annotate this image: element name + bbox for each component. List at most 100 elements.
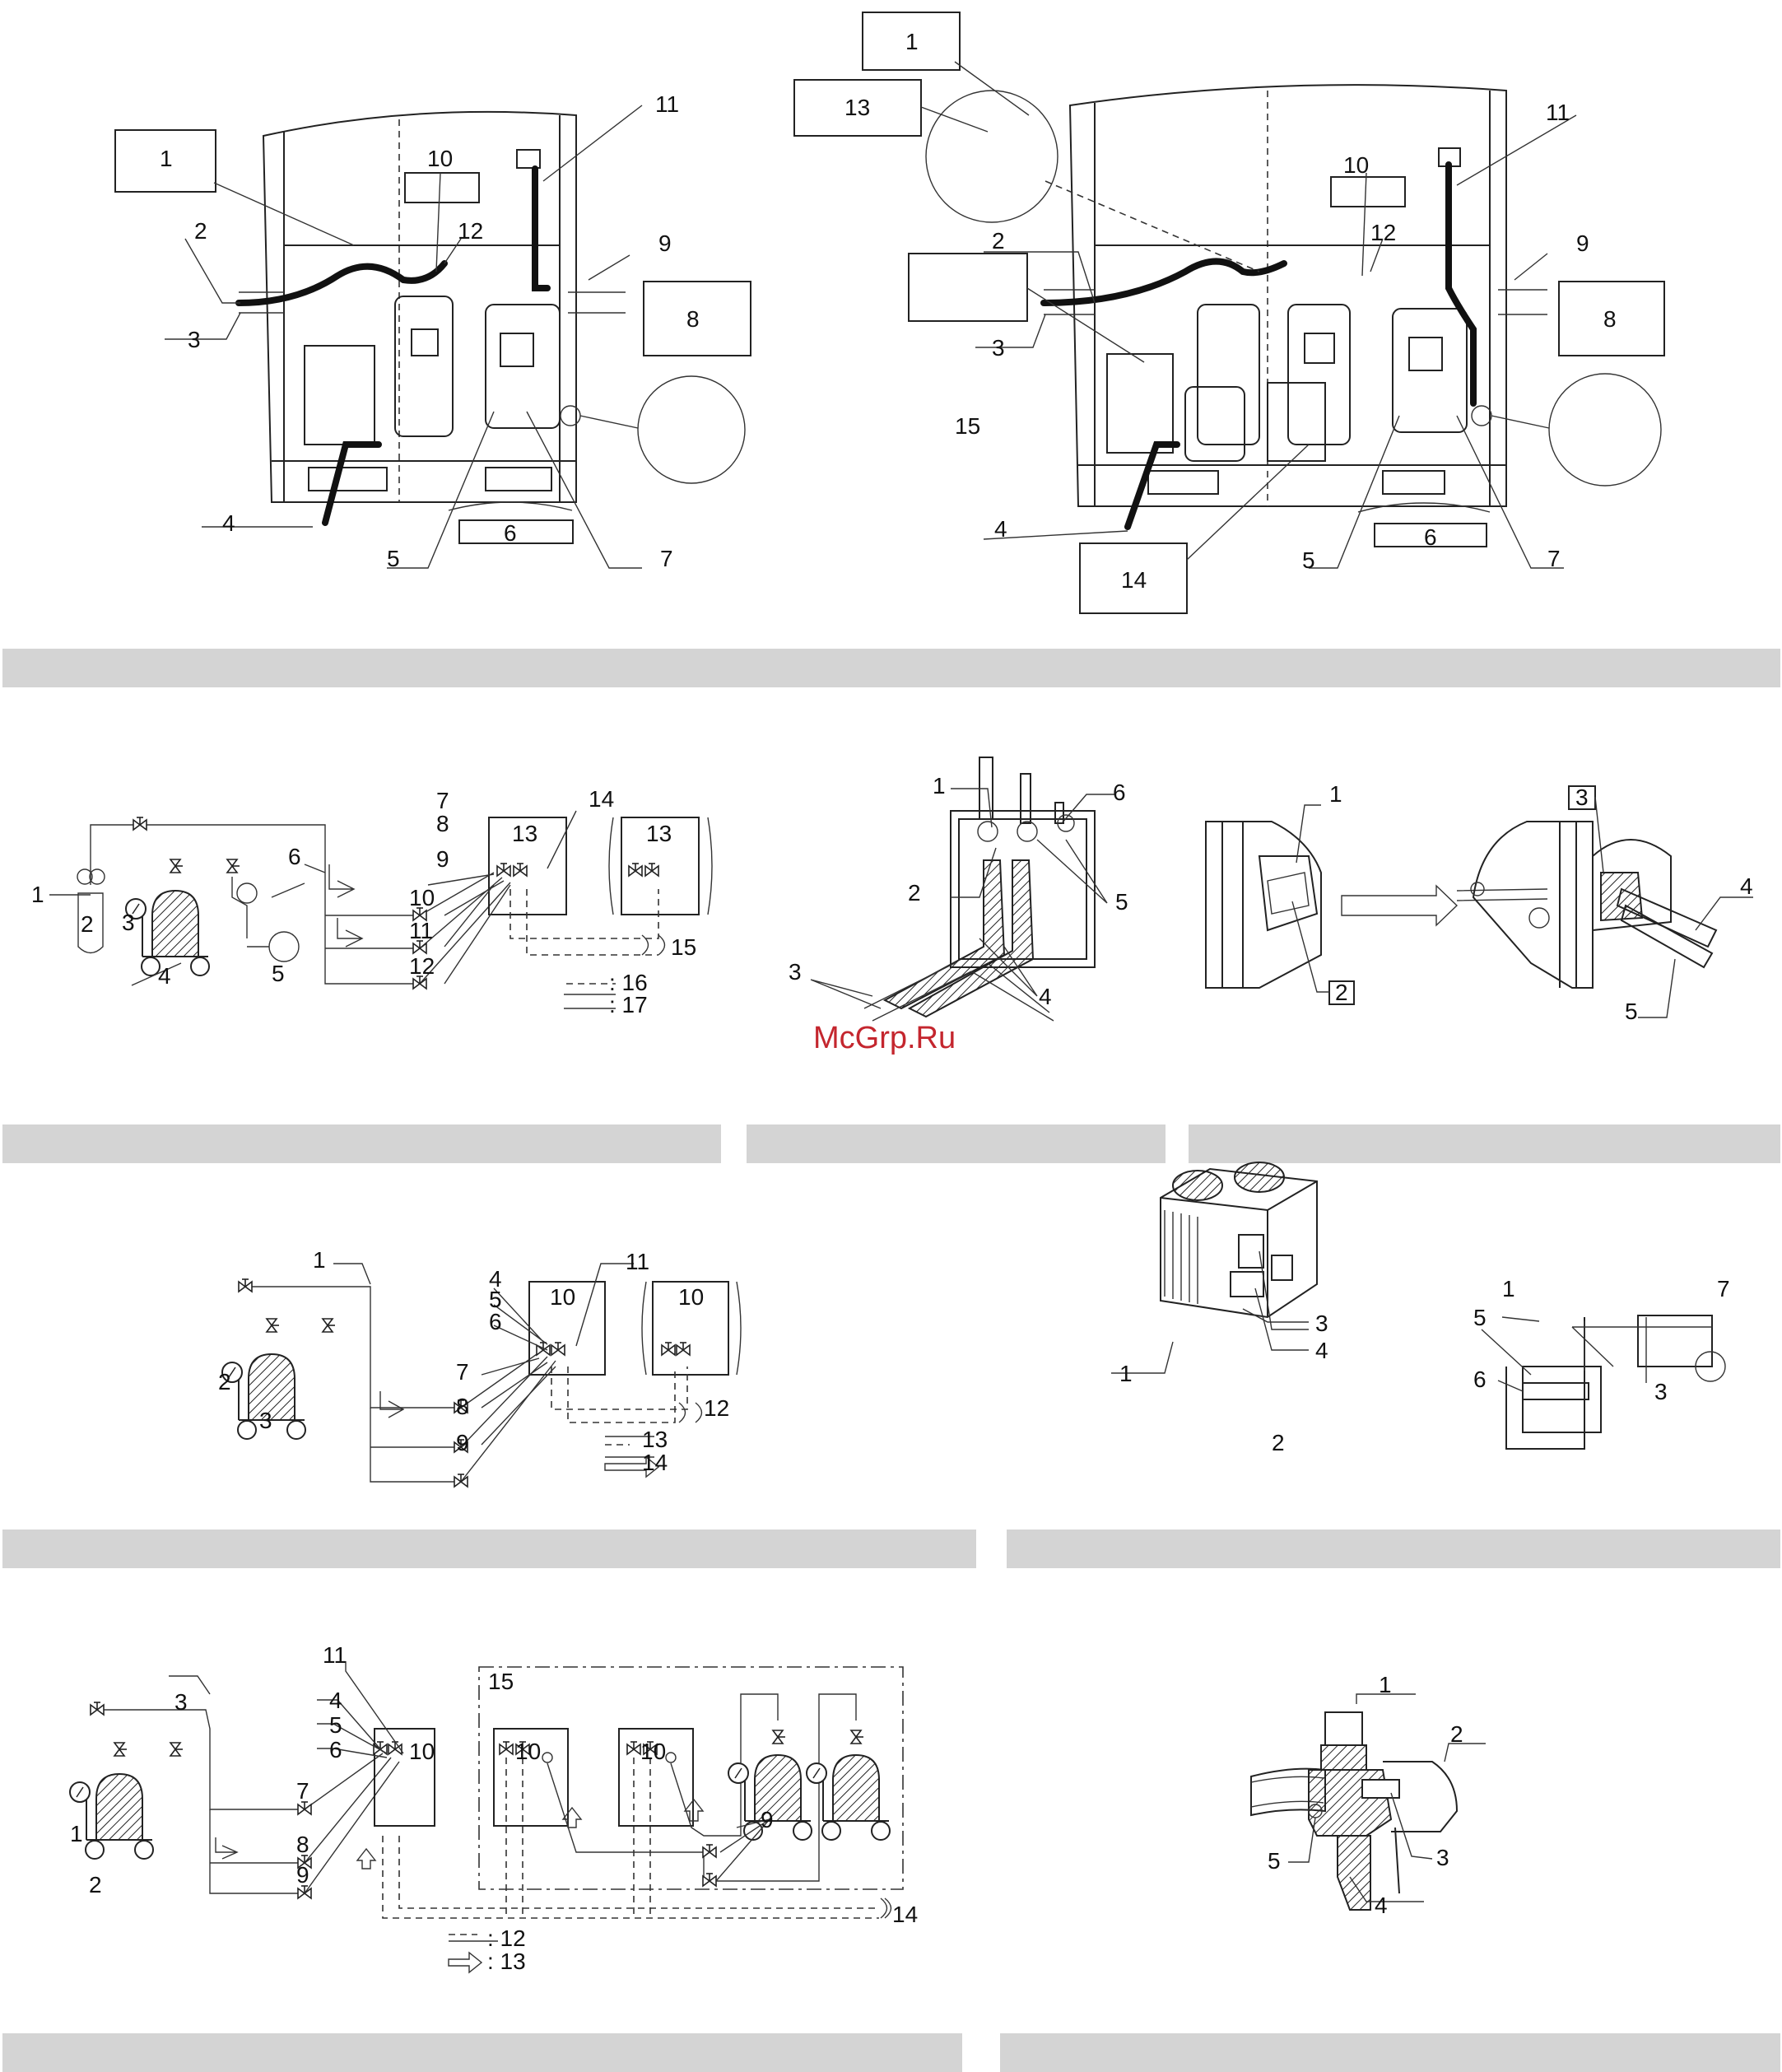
label: 4 (1375, 1893, 1388, 1918)
label: 14 (1121, 567, 1147, 593)
legend-dash: 13 (642, 1427, 668, 1452)
label: 2 (81, 911, 94, 937)
label: 7 (1717, 1276, 1730, 1301)
label: 15 (955, 413, 980, 439)
fig-charging-b: 1 2 3 4 5 6 7 8 9 10 10 11 12 13 14 (218, 1247, 741, 1487)
label: 3 (1315, 1311, 1328, 1336)
label: 8 (296, 1832, 309, 1857)
label: 10 (427, 146, 453, 171)
label: 2 (1450, 1721, 1463, 1747)
label: 1 (313, 1247, 326, 1273)
detail-circle (926, 91, 1058, 222)
label: 10 (1343, 152, 1369, 178)
label: 11 (655, 91, 679, 117)
box (1638, 1315, 1712, 1367)
label: 4 (1039, 984, 1052, 1009)
label: 7 (456, 1359, 469, 1385)
label: 5 (1115, 889, 1128, 915)
side-panel (1473, 822, 1593, 988)
label: 6 (1424, 524, 1437, 550)
section-bar (2, 2033, 962, 2072)
label: 4 (158, 963, 171, 989)
ground-cable (325, 445, 379, 523)
label: 12 (458, 218, 483, 244)
label: 9 (456, 1430, 469, 1455)
section-bar (1189, 1124, 1780, 1163)
label: 10 (515, 1739, 541, 1764)
label: 2 (218, 1369, 231, 1395)
unit-cabinet (263, 112, 576, 502)
section-bar (2, 1124, 721, 1163)
compressor (1288, 305, 1350, 445)
label: 2 (194, 218, 207, 244)
compressor (1198, 305, 1259, 445)
label: 9 (296, 1862, 309, 1888)
label: 6 (329, 1737, 342, 1762)
label: 4 (994, 516, 1007, 542)
legend-arrow: : 13 (487, 1949, 526, 1974)
section-bar (2, 649, 1780, 687)
label: 15 (488, 1669, 514, 1694)
label: 11 (323, 1642, 347, 1668)
detail-circle (1549, 374, 1661, 486)
label: 10 (409, 885, 435, 910)
label: 1 (1502, 1276, 1515, 1301)
label: 1 (1329, 781, 1342, 807)
label: 9 (1576, 230, 1589, 256)
label: 1 (160, 146, 173, 171)
label: 6 (489, 1309, 502, 1334)
fig-terminal-detail: 1 3 5 6 7 (1473, 1276, 1730, 1449)
label: 3 (1654, 1379, 1668, 1404)
accumulator (305, 346, 375, 445)
vacuum-pump (269, 932, 299, 962)
label: 1 (1119, 1361, 1133, 1386)
label: 15 (671, 934, 696, 960)
section-bar (1007, 1530, 1780, 1568)
label: 9 (761, 1807, 774, 1832)
label: 4 (222, 510, 235, 536)
label: 8 (436, 811, 449, 836)
label: 1 (70, 1821, 83, 1846)
label: 12 (409, 953, 435, 979)
power-cable (1044, 262, 1284, 304)
control-cable (535, 169, 547, 288)
fig-panel-knockout: 1 2 3 4 5 (1206, 781, 1753, 1024)
label: 7 (436, 788, 449, 813)
label: 7 (1547, 546, 1561, 571)
label: 13 (512, 821, 537, 846)
label: 14 (589, 786, 614, 812)
label: 3 (122, 910, 135, 935)
fig-valve-section: 1 2 3 4 5 (1251, 1672, 1486, 1918)
fig-outdoor-unit: 1 2 3 4 (1111, 1162, 1328, 1455)
label: 6 (504, 520, 517, 546)
label: 5 (1473, 1305, 1487, 1330)
section-bar (747, 1124, 1166, 1163)
section-bar (1000, 2033, 1780, 2072)
fan-grille (1173, 1171, 1222, 1200)
label: 9 (436, 846, 449, 872)
label: 2 (908, 880, 921, 906)
label: 14 (892, 1902, 918, 1927)
label: 2 (992, 228, 1005, 254)
arrow-right (1342, 886, 1457, 925)
terminal-block (1331, 177, 1405, 207)
label: 11 (409, 918, 433, 943)
legend-arrow: : 17 (609, 992, 648, 1017)
terminal-strip (1523, 1383, 1589, 1399)
label: 2 (1335, 980, 1348, 1005)
fig-charging-a: 1 2 3 4 5 6 7 8 9 10 11 12 13 13 14 15 :… (31, 786, 712, 1017)
detail-circle (638, 376, 745, 483)
label: 11 (1546, 100, 1570, 125)
label: 7 (660, 546, 673, 571)
accumulator (1107, 354, 1173, 453)
label: 12 (1370, 220, 1396, 245)
control-cable (1449, 165, 1473, 403)
label: 5 (1302, 547, 1315, 573)
label: 11 (626, 1249, 649, 1274)
label: 10 (409, 1739, 435, 1764)
label: 3 (1575, 785, 1589, 810)
label: 4 (1740, 873, 1753, 899)
section-bar (2, 1530, 976, 1568)
label: 10 (640, 1739, 666, 1764)
label: 5 (1625, 999, 1638, 1024)
